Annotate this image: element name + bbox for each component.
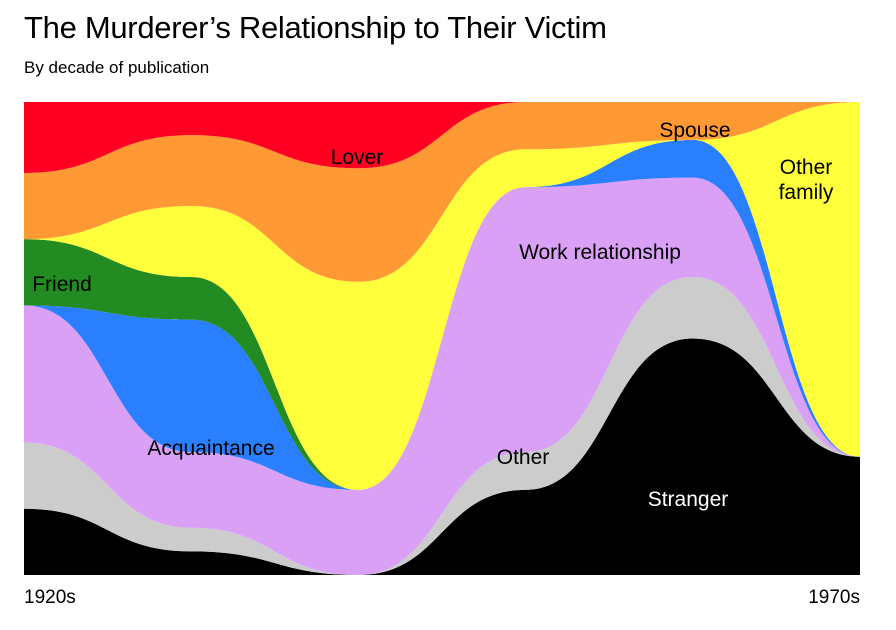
label-acquaintance: Acquaintance (147, 437, 274, 460)
label-other-family: Other (780, 156, 833, 179)
area-stranger (24, 338, 860, 575)
area-friend (24, 139, 860, 490)
area-layers (24, 102, 860, 575)
label-spouse: Spouse (659, 119, 730, 142)
area-acquaintance (24, 139, 860, 490)
area-spouse (24, 102, 860, 282)
x-tick-label: 1970s (808, 587, 860, 608)
label-stranger: Stranger (648, 488, 729, 511)
label-other: Other (497, 446, 550, 469)
area-other-family (24, 102, 860, 490)
area-other (24, 277, 860, 575)
area-work-relationship (24, 177, 860, 575)
area-lover (24, 102, 860, 173)
chart-title: The Murderer’s Relationship to Their Vic… (24, 10, 607, 45)
label-friend: Friend (32, 273, 92, 296)
label-work-relationship: Work relationship (519, 241, 681, 264)
chart-subtitle: By decade of publication (24, 58, 210, 77)
x-axis-ticks: 1920s 1970s (24, 587, 860, 608)
x-tick-label: 1920s (24, 587, 76, 608)
label-other-family: family (779, 181, 834, 204)
label-lover: Lover (331, 146, 384, 169)
